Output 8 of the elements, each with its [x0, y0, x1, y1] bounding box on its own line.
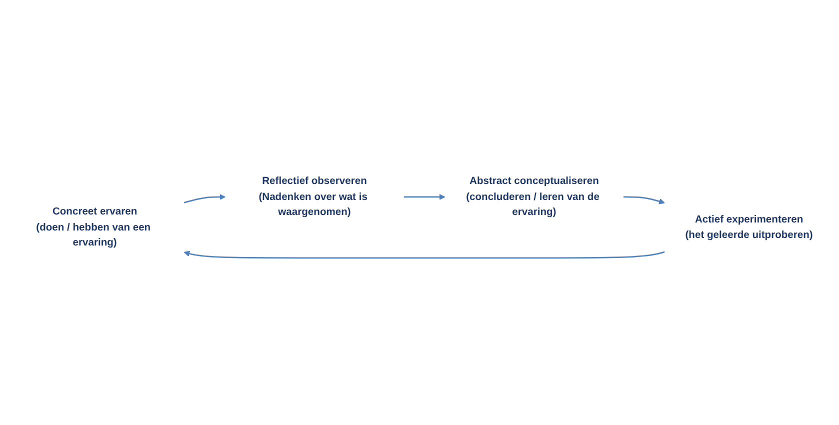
node-text: Reflectief observeren (Nadenken over wat is waargenomen): [258, 175, 368, 218]
arrow: [184, 251, 665, 259]
node-text: Concreet ervaren (doen / hebben van een ervaring): [36, 206, 151, 248]
node-text: Actief experimenteren (het geleerde uitproberen): [685, 214, 813, 241]
arrow: [623, 196, 665, 205]
node-text: Abstract conceptualiseren (concluderen / leren van de ervaring): [466, 175, 600, 218]
arrow: [404, 194, 446, 200]
arrow: [184, 194, 226, 204]
